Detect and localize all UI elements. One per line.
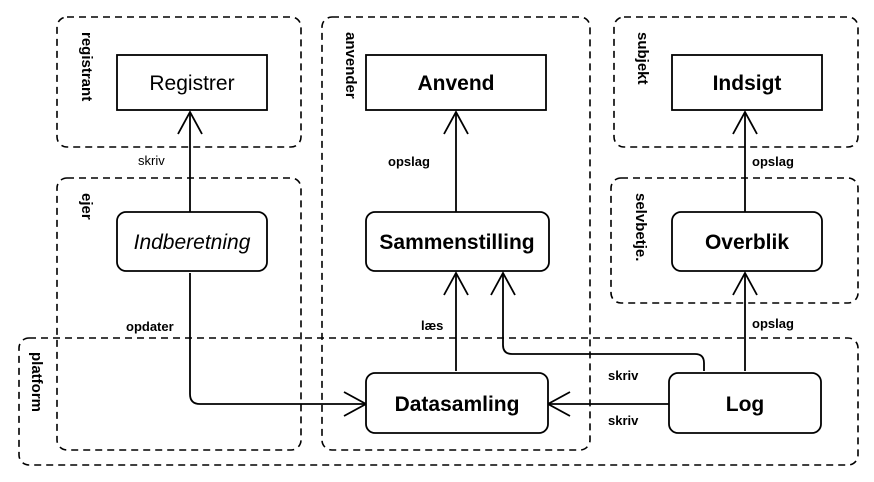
edge-label-opslag-overblik: opslag [752, 316, 794, 331]
edge-log-to-sammenstilling [490, 271, 705, 371]
node-indberetning: Indberetning [116, 211, 268, 272]
node-indberetning-label: Indberetning [134, 231, 251, 254]
edge-indberetning-to-registrer [177, 110, 203, 212]
node-overblik: Overblik [671, 211, 823, 272]
node-log: Log [668, 372, 822, 434]
edge-overblik-to-indsigt [732, 110, 758, 212]
node-datasamling-label: Datasamling [395, 393, 520, 416]
edge-log-to-overblik [732, 271, 758, 371]
node-anvend: Anvend [365, 54, 547, 111]
lane-label-platform: platform [28, 352, 45, 412]
node-indsigt-label: Indsigt [713, 72, 782, 95]
edge-label-opdater: opdater [126, 319, 174, 334]
edge-label-skriv-registrer: skriv [138, 153, 165, 168]
edge-label-opslag-indsigt: opslag [752, 154, 794, 169]
lane-label-anvender: anvender [342, 32, 359, 99]
lane-ejer [56, 177, 302, 451]
lane-subjekt [613, 16, 859, 148]
node-sammenstilling-label: Sammenstilling [379, 231, 534, 254]
lane-label-subjekt: subjekt [634, 32, 651, 85]
lane-registrant [56, 16, 302, 148]
edge-label-opslag-anvend: opslag [388, 154, 430, 169]
node-overblik-label: Overblik [705, 231, 789, 254]
edge-indberetning-to-datasamling [189, 273, 368, 417]
node-log-label: Log [726, 393, 764, 416]
lane-label-registrant: registrant [78, 32, 95, 101]
lane-selvbetjening [610, 177, 859, 304]
node-sammenstilling: Sammenstilling [365, 211, 550, 272]
node-registrer-label: Registrer [149, 72, 234, 95]
node-registrer: Registrer [116, 54, 268, 111]
lane-label-selvbetjening: selvbetje. [632, 193, 649, 261]
edge-sammenstilling-to-anvend [443, 110, 469, 212]
node-indsigt: Indsigt [671, 54, 823, 111]
lane-anvender [321, 16, 591, 451]
lane-label-ejer: ejer [78, 193, 95, 220]
node-anvend-label: Anvend [417, 72, 494, 95]
edge-label-skriv-datasamling: skriv [608, 413, 639, 428]
edge-label-laes: læs [421, 318, 443, 333]
edge-label-skriv-sammenstilling: skriv [608, 368, 639, 383]
edge-datasamling-to-sammenstilling [443, 271, 469, 371]
lane-platform [18, 337, 859, 466]
node-datasamling: Datasamling [365, 372, 549, 434]
